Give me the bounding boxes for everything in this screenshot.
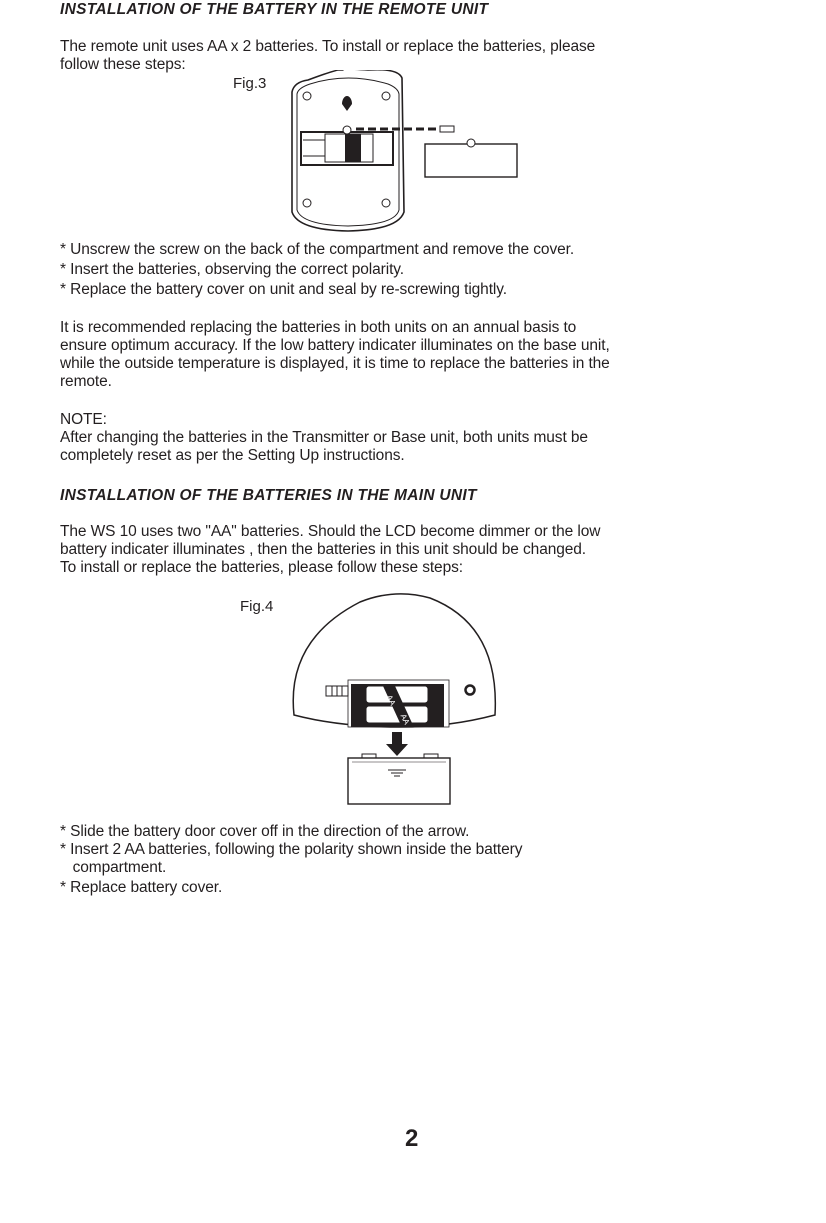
note-line: completely reset as per the Setting Up i… bbox=[60, 447, 405, 464]
paragraph-line: It is recommended replacing the batterie… bbox=[60, 319, 577, 336]
step-line: * Replace the battery cover on unit and … bbox=[60, 281, 507, 298]
intro-line: The remote unit uses AA x 2 batteries. T… bbox=[60, 38, 596, 55]
paragraph-line: remote. bbox=[60, 373, 112, 390]
battery-label: AA bbox=[385, 693, 398, 707]
step-line: * Insert 2 AA batteries, following the p… bbox=[60, 841, 523, 858]
page-number: 2 bbox=[405, 1125, 419, 1152]
section-heading-main: INSTALLATION OF THE BATTERIES IN THE MAI… bbox=[60, 487, 477, 504]
paragraph-line: while the outside temperature is display… bbox=[60, 355, 610, 372]
intro-line: The WS 10 uses two "AA" batteries. Shoul… bbox=[60, 523, 601, 540]
section-heading-remote: INSTALLATION OF THE BATTERY IN THE REMOT… bbox=[60, 1, 489, 18]
step-line: * Slide the battery door cover off in th… bbox=[60, 823, 470, 840]
step-line: * Unscrew the screw on the back of the c… bbox=[60, 241, 575, 258]
step-line: compartment. bbox=[60, 859, 167, 876]
main-unit-diagram: AA AA bbox=[292, 593, 497, 805]
note-label: NOTE: bbox=[60, 411, 107, 428]
figure-label: Fig.4 bbox=[240, 598, 274, 615]
remote-unit-diagram bbox=[291, 70, 518, 232]
intro-line: To install or replace the batteries, ple… bbox=[60, 559, 463, 576]
figure-label: Fig.3 bbox=[233, 75, 267, 92]
paragraph-line: ensure optimum accuracy. If the low batt… bbox=[60, 337, 610, 354]
step-line: * Replace battery cover. bbox=[60, 879, 223, 896]
note-line: After changing the batteries in the Tran… bbox=[60, 429, 588, 446]
step-line: * Insert the batteries, observing the co… bbox=[60, 261, 404, 278]
battery-label: AA bbox=[399, 712, 412, 726]
intro-line: follow these steps: bbox=[60, 56, 186, 73]
intro-line: battery indicater illuminates , then the… bbox=[60, 541, 587, 558]
